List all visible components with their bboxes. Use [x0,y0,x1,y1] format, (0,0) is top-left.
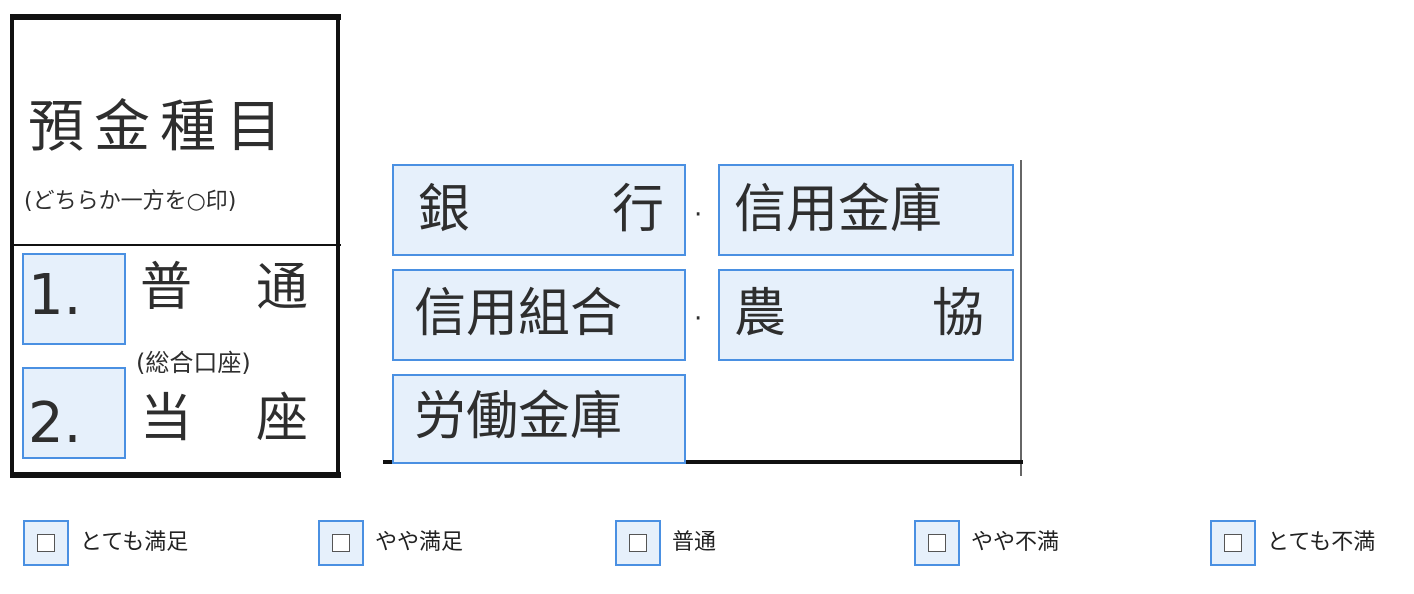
option-very-satisfied-checkbox[interactable] [23,520,69,566]
option-very-dissatisfied-label: とても不満 [1267,530,1376,555]
agri-coop-label-b: 協 [932,284,985,344]
institution-panel: 銀 行 · 信用金庫 信用組合 · 農 協 労働金庫 [383,160,1023,476]
option-2-label-a: 当 [140,389,193,449]
option-1-sub: (総合口座) [136,349,251,377]
checkbox-icon [1224,534,1242,552]
bottom-border [10,472,341,478]
agri-coop-label-a: 農 [734,284,787,344]
separator-1: · [694,200,703,230]
option-2-number-box[interactable] [22,367,126,459]
bank-box[interactable] [392,164,686,256]
bank-label-a: 銀 [418,180,471,240]
checkbox-icon [928,534,946,552]
agri-coop-box[interactable] [718,269,1014,361]
labor-bank-box[interactable] [392,374,686,464]
deposit-type-title: 預金種目 [28,95,292,160]
option-1-number: 1. [28,263,82,328]
credit-union-box[interactable] [392,269,686,361]
separator-2: · [694,304,703,334]
option-1-number-box[interactable] [22,253,126,345]
option-somewhat-dissatisfied-label: やや不満 [971,530,1060,555]
top-border [10,14,341,20]
option-neutral-checkbox[interactable] [615,520,661,566]
option-very-satisfied-label: とても満足 [80,530,189,555]
option-1-label-b: 通 [256,258,309,318]
option-somewhat-satisfied-label: やや満足 [375,530,464,555]
option-neutral-label: 普通 [672,530,717,555]
option-very-dissatisfied-checkbox[interactable] [1210,520,1256,566]
checkbox-icon [332,534,350,552]
checkbox-icon [37,534,55,552]
shinkin-box[interactable] [718,164,1014,256]
labor-bank-label: 労働金庫 [414,387,623,447]
institution-bottom-line [383,460,1023,464]
option-1-label-a: 普 [140,258,193,318]
option-somewhat-dissatisfied-checkbox[interactable] [914,520,960,566]
bank-label-b: 行 [612,180,665,240]
option-somewhat-satisfied-checkbox[interactable] [318,520,364,566]
deposit-type-note: (どちらか一方を○印) [24,189,237,214]
option-2-number: 2. [28,391,82,456]
checkbox-icon [629,534,647,552]
credit-union-label: 信用組合 [414,284,623,344]
institution-right-line [1020,160,1022,476]
option-2-label-b: 座 [256,389,309,449]
shinkin-label: 信用金庫 [734,180,943,240]
divider [10,244,341,246]
deposit-type-panel: 預金種目 (どちらか一方を○印) 1. 普 通 (総合口座) 2. 当 座 [0,0,345,480]
